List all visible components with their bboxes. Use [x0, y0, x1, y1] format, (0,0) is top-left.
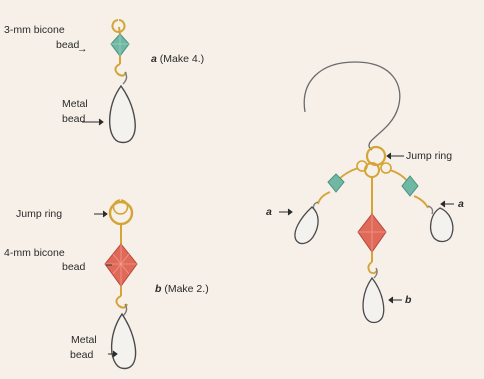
label-a-right: a	[458, 198, 464, 210]
label-metal-1: Metal	[62, 98, 88, 110]
label-metal-1-bead: bead	[62, 113, 85, 125]
label-4mm-bicone: 4-mm bicone	[4, 247, 65, 259]
metal-bead	[431, 208, 453, 241]
label-3mm-bicone: 3-mm bicone	[4, 24, 65, 36]
label-b-bottom: b	[405, 294, 411, 306]
label-jump-ring-right: Jump ring	[406, 150, 452, 162]
metal-bead	[112, 314, 136, 369]
metal-bead	[295, 207, 318, 244]
text-make-2: (Make 2.)	[164, 283, 208, 295]
jump-ring	[367, 147, 385, 165]
component-b	[105, 200, 137, 369]
label-make-b: b (Make 2.)	[155, 283, 209, 295]
leader-3mm: →	[77, 43, 88, 55]
letter-a: a	[151, 53, 157, 65]
label-4mm-bicone-bead: bead	[62, 261, 85, 273]
label-metal-2: Metal	[71, 334, 97, 346]
letter-b: b	[155, 283, 161, 295]
label-3mm-bicone-bead: bead	[56, 39, 79, 51]
label-a-left: a	[266, 206, 272, 218]
component-a	[110, 20, 135, 143]
metal-bead	[110, 86, 135, 143]
leader-arrows	[82, 119, 454, 357]
metal-bead	[363, 278, 384, 323]
ear-wire	[304, 62, 400, 140]
label-metal-2-bead: bead	[70, 349, 93, 361]
assembled-earring	[295, 62, 453, 323]
text-make-4: (Make 4.)	[160, 53, 204, 65]
label-jump-ring-left: Jump ring	[16, 208, 62, 220]
label-make-a: a (Make 4.)	[151, 53, 204, 65]
